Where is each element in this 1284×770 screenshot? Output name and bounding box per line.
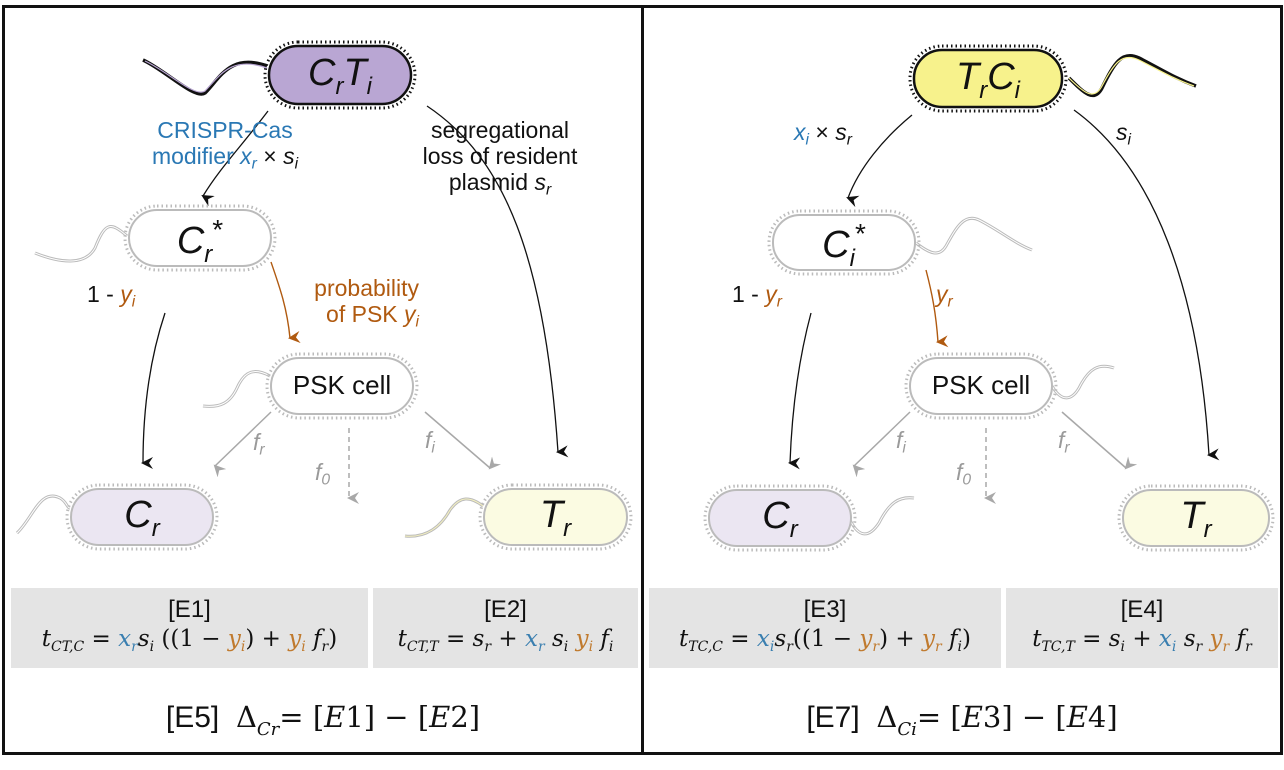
- arrow-ct-to-cr-star: [201, 110, 269, 207]
- psk-cell-label: PSK cell: [292, 370, 392, 400]
- equation-e7-delta-ci: [E7] ΔCi= [E3] − [E4]: [806, 700, 1118, 740]
- arrow-psk-to-cr: [852, 411, 911, 478]
- one-minus-y-label: 1 - yi: [87, 281, 136, 311]
- arrow-cr-star-to-cr: [141, 312, 166, 470]
- psk-cell-label: PSK cell: [931, 370, 1031, 400]
- arrow-tc-to-tr: [1073, 109, 1220, 461]
- tr-cell-icon: [483, 488, 628, 546]
- equation-e3-box: [E3] tTC,C = xisr((1 − yr) + yr fi): [649, 588, 1001, 668]
- psk-cell-icon: [270, 357, 414, 415]
- right-diagram-svg: [703, 44, 1275, 552]
- f-r-label: fr: [253, 429, 265, 459]
- f-r-label: fr: [1058, 427, 1070, 457]
- arrow-ct-to-tr: [426, 105, 569, 458]
- equation-e2-box: [E2] tCT,T = sr + xr si yi fi: [373, 588, 638, 668]
- cr-cell-label: Cr: [762, 495, 798, 543]
- psk-probability-label: probability of PSK yi: [314, 275, 419, 331]
- x-times-s-label: xi × sr: [794, 119, 852, 149]
- cr-cell-icon: [70, 488, 214, 546]
- crispr-cas-modifier-label: CRISPR-Cas modifier xr × si: [151, 117, 299, 173]
- f-i-label: fi: [896, 427, 906, 457]
- cr-star-cell-label: Cr*: [176, 214, 224, 268]
- left-panel-ct-cell: CrTi CRISPR-Cas modifier xr × si segrega…: [2, 5, 644, 755]
- flagellum: [1067, 54, 1197, 98]
- arrow-psk-to-cr: [213, 411, 272, 478]
- flagellum: [142, 58, 268, 96]
- right-panel-tc-cell: TrCi xi × sr si Ci* 1 - yr yr PSK cell f…: [641, 5, 1283, 755]
- cr-cell-label: Cr: [124, 494, 160, 542]
- f-i-label: fi: [425, 427, 435, 457]
- tr-cell-label: Tr: [1180, 495, 1212, 543]
- tr-cell-icon: [1122, 489, 1270, 547]
- f-zero-label: f0: [315, 459, 331, 489]
- ci-star-cell-icon: [772, 214, 916, 271]
- ct-cell-label: CrTi: [307, 52, 372, 100]
- left-diagram-svg: [15, 40, 633, 551]
- psk-probability-label: yr: [936, 281, 953, 311]
- psk-cell-icon: [909, 357, 1053, 415]
- tc-cell-label: TrCi: [955, 56, 1020, 104]
- tr-cell-label: Tr: [539, 494, 572, 542]
- equation-e1-box: [E1] tCT,C = xrsi ((1 − yi) + yi fr): [11, 588, 368, 668]
- arrow-ci-star-to-psk: [925, 269, 949, 348]
- s-label: si: [1116, 119, 1131, 149]
- arrow-cr-star-to-psk: [270, 261, 301, 343]
- arrow-ci-star-to-cr: [788, 312, 812, 470]
- one-minus-y-label: 1 - yr: [732, 281, 782, 311]
- equation-e5-delta-cr: [E5] ΔCr= [E1] − [E2]: [165, 700, 481, 740]
- arrow-psk-to-tr: [1061, 411, 1138, 470]
- tc-cell-icon: [912, 48, 1064, 109]
- f-zero-label: f0: [956, 459, 972, 489]
- segregational-loss-label: segregational loss of resident plasmid s…: [422, 117, 578, 199]
- equation-e4-box: [E4] tTC,T = si + xi sr yr fr: [1006, 588, 1278, 668]
- arrow-psk-to-tr: [424, 411, 502, 470]
- ci-star-cell-label: Ci*: [822, 218, 866, 272]
- ct-cell-icon: [267, 44, 413, 106]
- cr-star-cell-icon: [128, 209, 272, 267]
- arrow-tc-to-ci-star: [846, 114, 913, 208]
- cr-cell-icon: [708, 489, 852, 547]
